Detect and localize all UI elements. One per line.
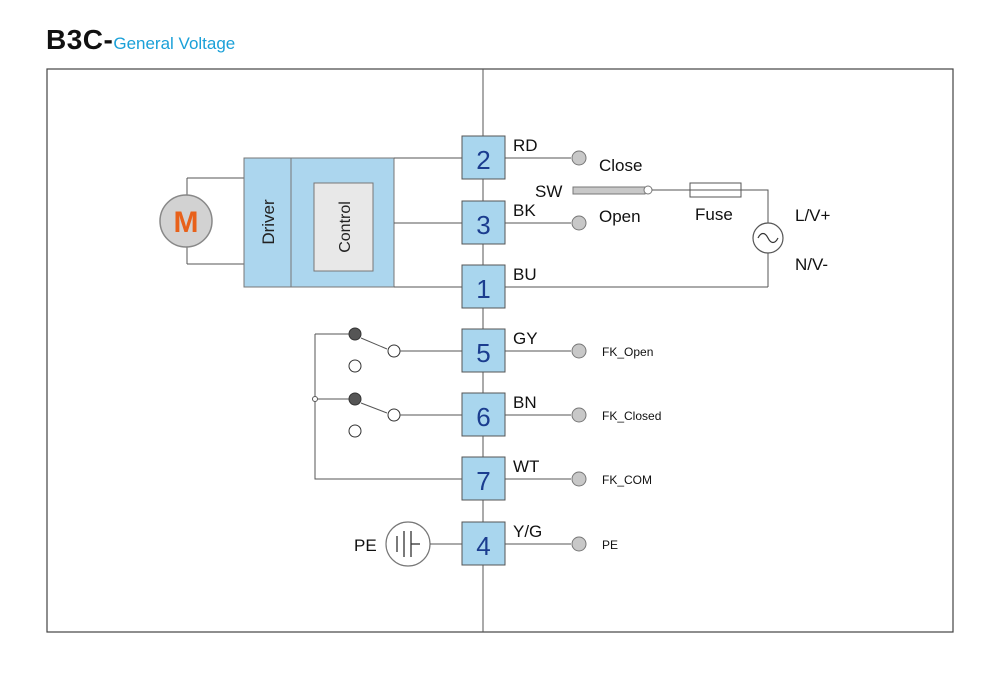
terminal-2: 2 RD	[461, 135, 538, 180]
wire-color-label: RD	[513, 136, 538, 155]
switch-1-common	[348, 327, 362, 341]
terminal-number: 1	[476, 274, 490, 304]
wire-color-label: BN	[513, 393, 537, 412]
terminal-box	[461, 328, 506, 373]
terminal-number: 5	[476, 338, 490, 368]
terminal-number: 2	[476, 145, 490, 175]
label-pe-ground: PE	[354, 536, 377, 555]
switch-1-no	[387, 344, 401, 358]
switch-1-nc	[348, 359, 362, 373]
diagram-title: B3C-General Voltage	[46, 24, 235, 56]
terminal-box	[461, 392, 506, 437]
terminal-7: 7 WT	[461, 456, 539, 501]
terminal-number: 6	[476, 402, 490, 432]
terminal-box	[461, 135, 506, 180]
contact-close	[571, 150, 587, 166]
terminal-box	[461, 521, 506, 566]
label-close: Close	[599, 156, 642, 175]
switch-2-nc	[348, 424, 362, 438]
wire-color-label: Y/G	[513, 522, 542, 541]
selector-switch: SW	[535, 182, 653, 201]
output-wires	[505, 157, 768, 545]
wire-color-label: WT	[513, 457, 539, 476]
label-fk-com: FK_COM	[602, 473, 652, 487]
ac-source-icon	[752, 222, 784, 254]
wire-color-label: GY	[513, 329, 538, 348]
contact-fk-closed	[571, 407, 587, 423]
label-sw: SW	[535, 182, 562, 201]
motor-group: M	[159, 177, 244, 265]
label-fk-open: FK_Open	[602, 345, 653, 359]
terminal-4: 4 Y/G	[461, 521, 542, 566]
terminal-number: 3	[476, 210, 490, 240]
output-contacts	[571, 150, 587, 552]
terminal-1: 1 BU	[461, 264, 537, 309]
terminal-6: 6 BN	[461, 392, 537, 437]
label-open: Open	[599, 207, 641, 226]
label-line: L/V+	[795, 206, 831, 225]
feedback-switches	[312, 327, 462, 480]
switch-pivot	[643, 185, 653, 195]
control-box	[313, 182, 374, 272]
wire-color-label: BK	[513, 201, 536, 220]
contact-pe	[571, 536, 587, 552]
switch-2-no	[387, 408, 401, 422]
terminal-5: 5 GY	[461, 328, 538, 373]
label-neutral: N/V-	[795, 255, 828, 274]
contact-open	[571, 215, 587, 231]
terminal-box	[461, 456, 506, 501]
terminal-box	[461, 200, 506, 245]
label-pe-output: PE	[602, 538, 618, 552]
diagram-frame	[46, 68, 954, 633]
contact-fk-open	[571, 343, 587, 359]
driver-control-module: Driver Control	[243, 157, 395, 288]
ground-icon	[385, 521, 431, 567]
diagram-subtitle: General Voltage	[113, 34, 236, 53]
terminal-number: 4	[476, 531, 490, 561]
switch-2-common	[348, 392, 362, 406]
label-fuse: Fuse	[695, 205, 733, 224]
wire-color-label: BU	[513, 265, 537, 284]
model-name: B3C-	[46, 24, 114, 55]
control-label: Control	[337, 201, 354, 253]
terminal-box	[461, 264, 506, 309]
label-fk-closed: FK_Closed	[602, 409, 661, 423]
terminal-3: 3 BK	[461, 200, 536, 245]
terminal-number: 7	[476, 466, 490, 496]
earth-ground: PE	[354, 521, 462, 567]
motor-label: M	[174, 206, 199, 239]
driver-label: Driver	[259, 199, 278, 245]
motor-icon	[159, 194, 213, 248]
switch-lever	[572, 186, 646, 195]
contact-fk-com	[571, 471, 587, 487]
